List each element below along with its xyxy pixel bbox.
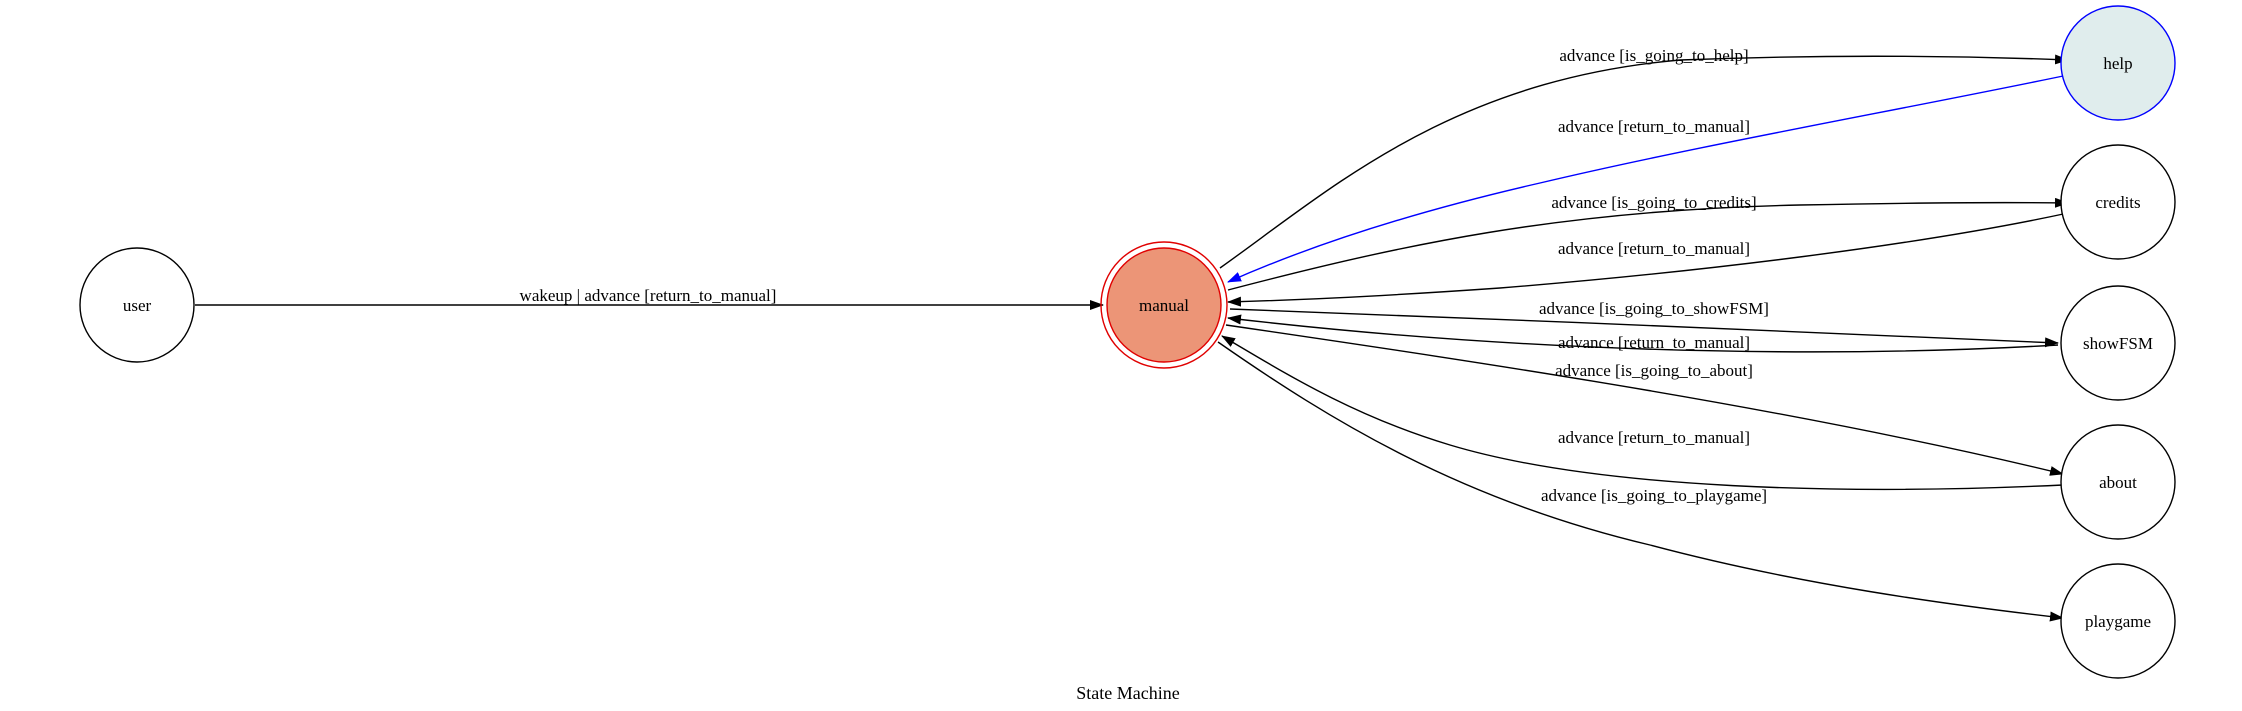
node-showFSM[interactable]: showFSM — [2060, 285, 2176, 401]
edge-about-to-manual[interactable]: advance [return_to_manual] — [1221, 335, 2064, 491]
node-circle — [2060, 285, 2176, 401]
edge-showFSM-to-manual[interactable]: advance [return_to_manual] — [1227, 314, 2059, 353]
node-about[interactable]: about — [2060, 424, 2176, 540]
edge-label: advance [is_going_to_credits] — [1551, 193, 1756, 212]
edge-credits-to-manual[interactable]: advance [return_to_manual] — [1227, 212, 2069, 307]
node-playgame[interactable]: playgame — [2060, 563, 2176, 679]
edge-label: advance [is_going_to_help] — [1559, 46, 1748, 65]
edge-line — [1227, 74, 2069, 283]
node-circle — [2060, 563, 2176, 679]
edge-label: wakeup | advance [return_to_manual] — [520, 286, 777, 305]
node-label: credits — [2095, 193, 2140, 212]
edge-line — [1227, 197, 2069, 291]
edge-line — [1227, 212, 2069, 307]
node-outer-ring — [1100, 241, 1228, 369]
edge-line — [1227, 314, 2059, 353]
edge-label: advance [is_going_to_playgame] — [1541, 486, 1767, 505]
edge-help-to-manual[interactable]: advance [return_to_manual] — [1227, 74, 2069, 283]
edge-line — [1229, 308, 2059, 348]
node-label: manual — [1139, 296, 1189, 315]
edge-label: advance [return_to_manual] — [1558, 117, 1750, 136]
node-label: showFSM — [2083, 334, 2153, 353]
edge-manual-to-credits[interactable]: advance [is_going_to_credits] — [1227, 193, 2069, 291]
edges: wakeup | advance [return_to_manual] adva… — [195, 46, 2069, 622]
edge-manual-to-about[interactable]: advance [is_going_to_about] — [1225, 324, 2064, 476]
node-label: playgame — [2085, 612, 2151, 631]
edge-line — [1217, 341, 2064, 622]
node-circle — [2060, 424, 2176, 540]
diagram-caption: State Machine — [1076, 683, 1179, 703]
edge-manual-to-showFSM[interactable]: advance [is_going_to_showFSM] — [1229, 299, 2059, 348]
edge-label: advance [is_going_to_about] — [1555, 361, 1753, 380]
node-label: user — [123, 296, 152, 315]
node-label: help — [2103, 54, 2132, 73]
nodes: user manual help credits showFSM about p… — [79, 5, 2176, 679]
node-circle — [1106, 247, 1222, 363]
edge-manual-to-help[interactable]: advance [is_going_to_help] — [1219, 46, 2069, 269]
edge-line — [1225, 324, 2064, 476]
edge-manual-to-playgame[interactable]: advance [is_going_to_playgame] — [1217, 341, 2064, 622]
edge-label: advance [return_to_manual] — [1558, 239, 1750, 258]
node-user[interactable]: user — [79, 247, 195, 363]
edge-line — [1221, 335, 2064, 491]
node-circle — [2060, 144, 2176, 260]
node-manual[interactable]: manual — [1100, 241, 1228, 369]
edge-user-to-manual[interactable]: wakeup | advance [return_to_manual] — [195, 286, 1104, 310]
node-circle — [2060, 5, 2176, 121]
edge-label: advance [return_to_manual] — [1558, 333, 1750, 352]
edge-line — [1219, 54, 2069, 269]
node-label: about — [2099, 473, 2137, 492]
node-credits[interactable]: credits — [2060, 144, 2176, 260]
node-help[interactable]: help — [2060, 5, 2176, 121]
edge-label: advance [return_to_manual] — [1558, 428, 1750, 447]
node-circle — [79, 247, 195, 363]
edge-label: advance [is_going_to_showFSM] — [1539, 299, 1769, 318]
